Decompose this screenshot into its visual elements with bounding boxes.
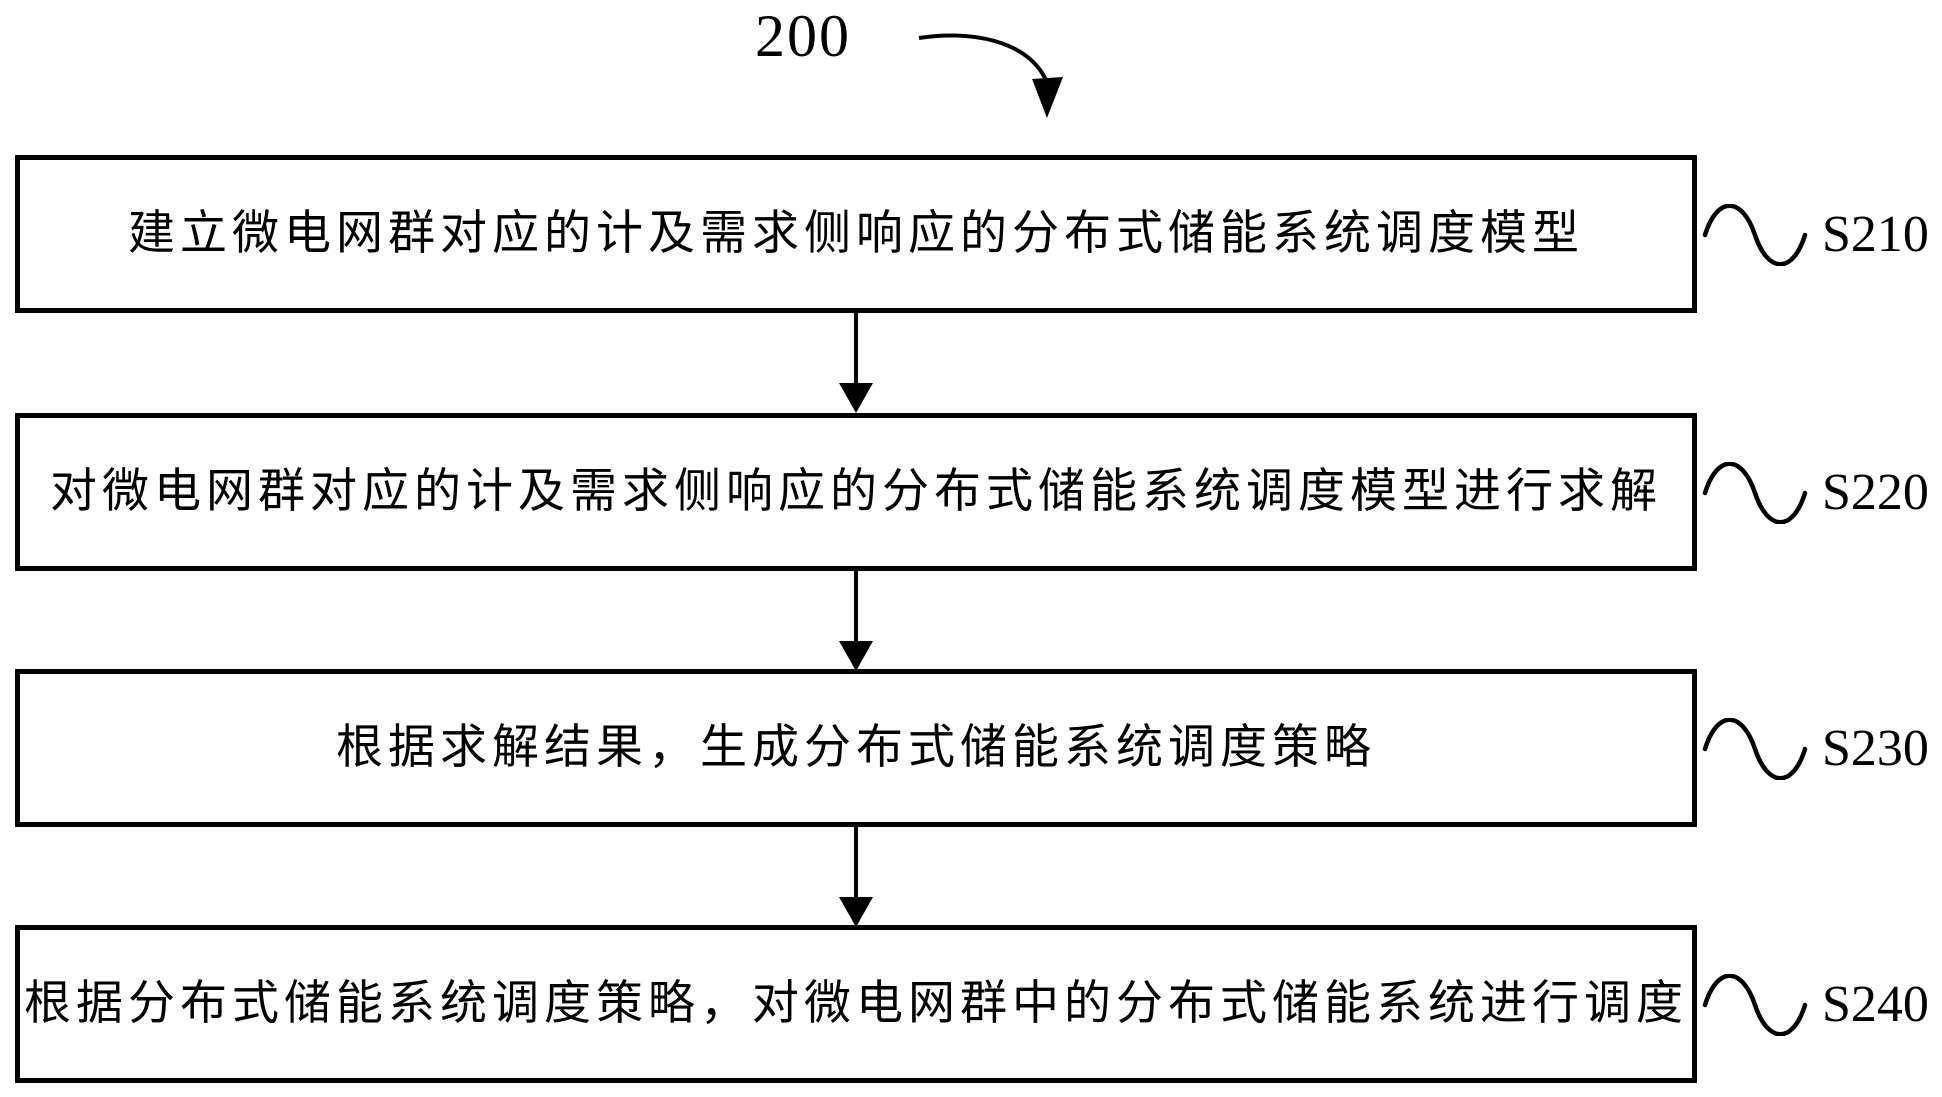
step-1-text: 建立微电网群对应的计及需求侧响应的分布式储能系统调度模型	[128, 207, 1584, 260]
tilde-connector-3	[1702, 718, 1808, 780]
tilde-connector-4	[1702, 974, 1808, 1036]
step-box-3: 根据求解结果，生成分布式储能系统调度策略	[15, 669, 1697, 827]
step-3-text: 根据求解结果，生成分布式储能系统调度策略	[336, 721, 1376, 774]
tilde-connector-2	[1702, 462, 1808, 524]
step-4-text: 根据分布式储能系统调度策略，对微电网群中的分布式储能系统进行调度	[24, 977, 1688, 1030]
flow-arrow-1	[839, 313, 873, 413]
step-box-4: 根据分布式储能系统调度策略，对微电网群中的分布式储能系统进行调度	[15, 925, 1697, 1083]
figure-number: 200	[755, 3, 851, 69]
step-box-1: 建立微电网群对应的计及需求侧响应的分布式储能系统调度模型	[15, 155, 1697, 313]
tilde-connector-1	[1702, 204, 1808, 266]
step-4-label: S240	[1822, 976, 1929, 1033]
step-3-label: S230	[1822, 720, 1929, 777]
flow-arrow-3	[839, 827, 873, 927]
figure-number-arrow	[918, 33, 1063, 118]
flow-arrow-2	[839, 571, 873, 671]
step-1-label: S210	[1822, 206, 1929, 263]
step-2-text: 对微电网群对应的计及需求侧响应的分布式储能系统调度模型进行求解	[50, 465, 1662, 518]
step-box-2: 对微电网群对应的计及需求侧响应的分布式储能系统调度模型进行求解	[15, 413, 1697, 571]
step-2-label: S220	[1822, 464, 1929, 521]
